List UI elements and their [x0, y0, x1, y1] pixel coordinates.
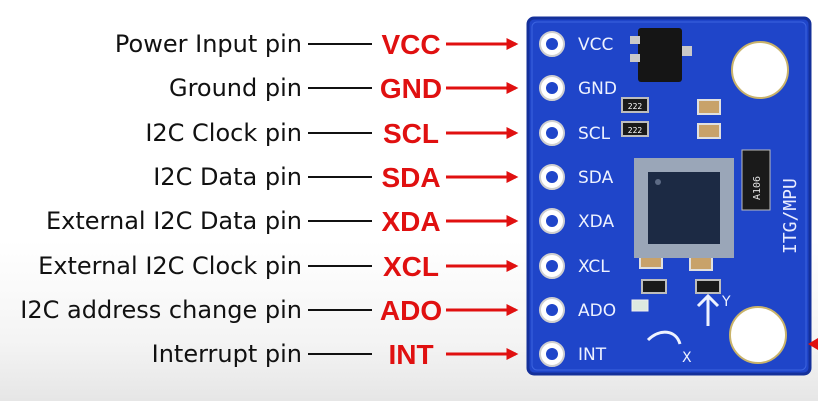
- pad-hole: [546, 38, 558, 50]
- pin-name: INT: [388, 339, 433, 370]
- mpu6050-board: 222 222 A106 ITG/MPU X: [528, 18, 810, 374]
- pin-label-rows: Power Input pin VCC Ground pin GND I2C Clock…: [20, 29, 516, 370]
- pad-ado: ADO: [540, 298, 616, 322]
- resistor: [696, 280, 720, 293]
- brand-label: ITG/MPU: [780, 178, 801, 254]
- pad-hole: [546, 127, 558, 139]
- silkscreen-label: SDA: [578, 168, 614, 188]
- pin-row-xcl: External I2C Clock pin XCL: [38, 251, 516, 282]
- silkscreen-label: VCC: [578, 35, 613, 55]
- pin-row-gnd: Ground pin GND: [169, 73, 516, 104]
- pad-hole: [546, 348, 558, 360]
- pad-hole: [546, 171, 558, 183]
- pin-description: Power Input pin: [115, 30, 302, 58]
- pad-hole: [546, 215, 558, 227]
- axis-y-label: Y: [721, 294, 731, 310]
- mounting-hole-bottom: [730, 307, 786, 363]
- regulator-lead-1: [630, 36, 640, 44]
- led: [632, 300, 648, 311]
- pin-row-xda: External I2C Data pin XDA: [46, 206, 516, 237]
- silkscreen-label: XCL: [578, 257, 610, 277]
- pin-name: XDA: [381, 206, 440, 237]
- resistor-marking: 222: [628, 126, 643, 135]
- capacitor: [698, 100, 720, 114]
- silkscreen-label: GND: [578, 79, 617, 99]
- chip-pin1-dot: [655, 179, 661, 185]
- silkscreen-label: ADO: [578, 301, 616, 321]
- capacitor: [690, 256, 712, 270]
- silkscreen-label: INT: [578, 345, 607, 365]
- resistor-marking: 222: [628, 102, 643, 111]
- resistor: [642, 280, 666, 293]
- pin-name: SDA: [381, 162, 440, 193]
- pin-description: Interrupt pin: [152, 340, 302, 368]
- regulator-lead-3: [682, 46, 692, 56]
- pin-row-vcc: Power Input pin VCC: [115, 29, 516, 60]
- pin-row-int: Interrupt pin INT: [152, 339, 516, 370]
- pin-row-sda: I2C Data pin SDA: [153, 162, 516, 193]
- pin-description: External I2C Data pin: [46, 207, 302, 235]
- pin-row-ado: I2C address change pin ADO: [20, 295, 516, 326]
- silkscreen-label: SCL: [578, 124, 611, 144]
- pin-name: XCL: [383, 251, 439, 282]
- axis-x-label: X: [682, 350, 692, 366]
- pad-hole: [546, 82, 558, 94]
- pin-description: I2C Clock pin: [145, 119, 302, 147]
- pin-description: I2C address change pin: [20, 296, 302, 324]
- pin-description: External I2C Clock pin: [38, 252, 302, 280]
- pin-name: GND: [380, 73, 442, 104]
- chip-marking: A106: [752, 176, 763, 200]
- pin-description: I2C Data pin: [153, 163, 302, 191]
- mounting-hole-top: [732, 42, 788, 98]
- pin-name: SCL: [383, 118, 439, 149]
- silkscreen-label: XDA: [578, 212, 614, 232]
- pad-gnd: GND: [540, 76, 617, 100]
- pad-xda: XDA: [540, 209, 614, 233]
- regulator-lead-2: [630, 54, 640, 62]
- pin-description: Ground pin: [169, 74, 302, 102]
- pad-hole: [546, 260, 558, 272]
- pin-row-scl: I2C Clock pin SCL: [145, 118, 516, 149]
- pin-name: ADO: [380, 295, 442, 326]
- voltage-regulator: [638, 28, 682, 82]
- pin-name: VCC: [381, 29, 440, 60]
- capacitor: [698, 124, 720, 138]
- mpu6050-chip: [634, 158, 734, 258]
- pad-hole: [546, 304, 558, 316]
